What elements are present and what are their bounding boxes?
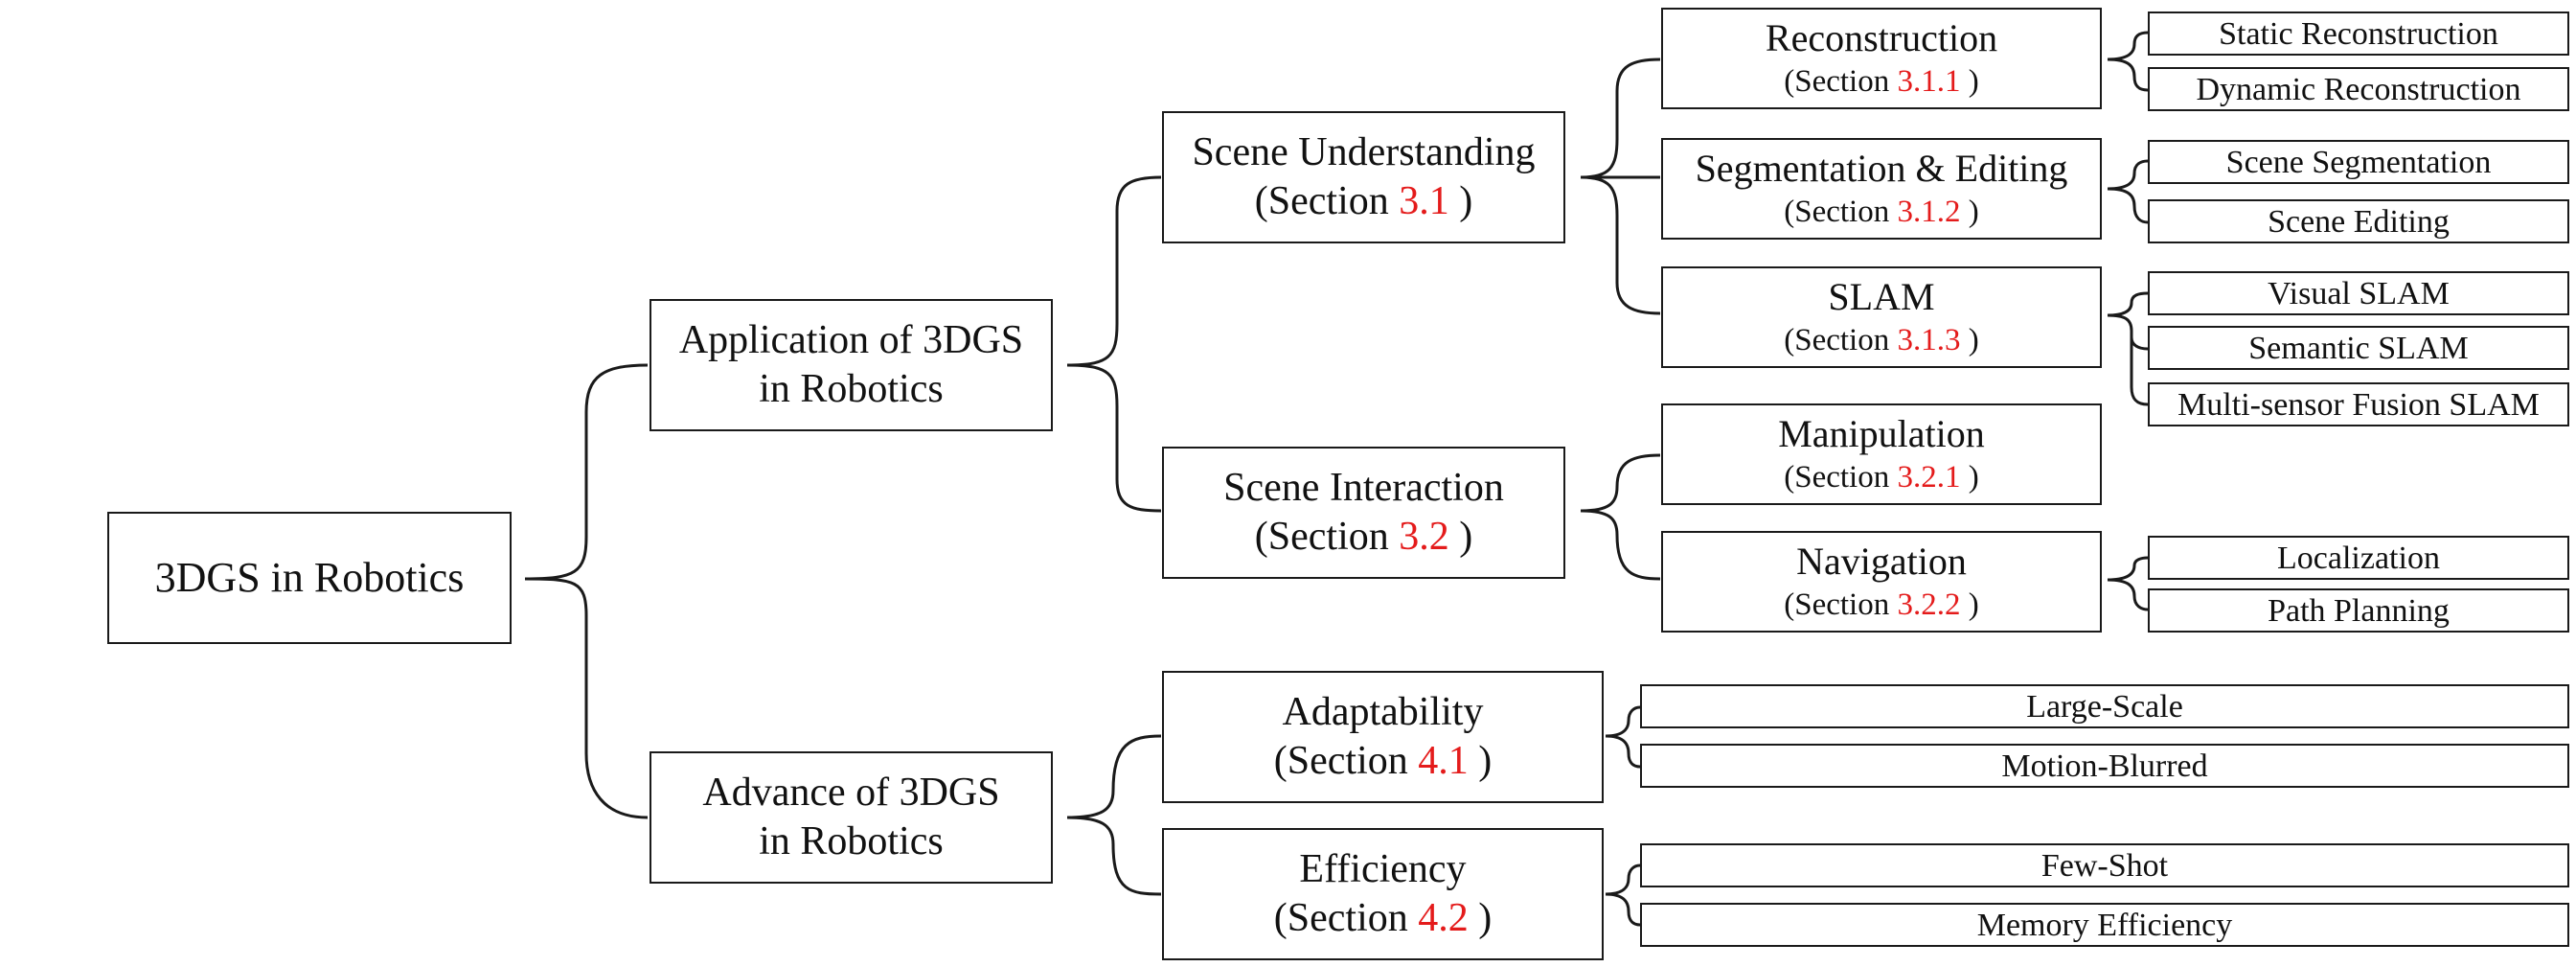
- connector-scene-interaction: [1580, 453, 1661, 581]
- adaptability-node: Adaptability (Section 4.1 ): [1162, 671, 1604, 803]
- connector-segmentation: [2107, 159, 2149, 224]
- connector-navigation: [2107, 556, 2149, 611]
- connector-application: [1066, 175, 1162, 513]
- navigation-node: Navigation (Section 3.2.2 ): [1661, 531, 2102, 633]
- segmentation-editing-node: Segmentation & Editing (Section 3.1.2 ): [1661, 138, 2102, 240]
- adaptability-title: Adaptability: [1282, 689, 1484, 734]
- section-number: 3.2.1: [1897, 460, 1961, 495]
- section-number: 4.2: [1418, 896, 1469, 940]
- section-number: 3.1.1: [1897, 64, 1961, 100]
- advance-node: Advance of 3DGS in Robotics: [650, 751, 1053, 884]
- connector-advance: [1066, 734, 1162, 896]
- manipulation-node: Manipulation (Section 3.2.1 ): [1661, 403, 2102, 505]
- connector-adaptability: [1605, 705, 1641, 769]
- slam-title: SLAM: [1828, 275, 1935, 319]
- slam-section: (Section 3.1.3 ): [1784, 323, 1979, 358]
- connector-efficiency: [1605, 863, 1641, 927]
- efficiency-node: Efficiency (Section 4.2 ): [1162, 828, 1604, 960]
- advance-line1: Advance of 3DGS: [702, 770, 1000, 815]
- segmentation-editing-section: (Section 3.1.2 ): [1784, 195, 1979, 230]
- advance-line2: in Robotics: [759, 819, 944, 863]
- leaf-memory-efficiency: Memory Efficiency: [1640, 903, 2569, 947]
- leaf-motion-blurred: Motion-Blurred: [1640, 744, 2569, 788]
- scene-interaction-title: Scene Interaction: [1223, 465, 1504, 510]
- manipulation-section: (Section 3.2.1 ): [1784, 460, 1979, 495]
- scene-understanding-section: (Section 3.1 ): [1254, 179, 1473, 223]
- leaf-localization: Localization: [2148, 536, 2569, 580]
- efficiency-title: Efficiency: [1299, 846, 1467, 891]
- section-number: 3.1.2: [1897, 195, 1961, 230]
- connector-scene-understanding: [1580, 58, 1661, 315]
- leaf-multi-sensor-fusion-slam: Multi-sensor Fusion SLAM: [2148, 382, 2569, 426]
- segmentation-editing-title: Segmentation & Editing: [1695, 147, 2068, 191]
- section-number: 3.1: [1399, 179, 1449, 223]
- leaf-scene-editing: Scene Editing: [2148, 199, 2569, 243]
- root-label: 3DGS in Robotics: [154, 554, 465, 602]
- leaf-visual-slam: Visual SLAM: [2148, 271, 2569, 315]
- leaf-few-shot: Few-Shot: [1640, 843, 2569, 887]
- reconstruction-title: Reconstruction: [1765, 16, 1998, 60]
- section-number: 4.1: [1418, 739, 1469, 783]
- slam-node: SLAM (Section 3.1.3 ): [1661, 266, 2102, 368]
- efficiency-section: (Section 4.2 ): [1273, 896, 1493, 940]
- leaf-scene-segmentation: Scene Segmentation: [2148, 140, 2569, 184]
- connector-slam: [2107, 291, 2149, 406]
- navigation-section: (Section 3.2.2 ): [1784, 587, 1979, 623]
- adaptability-section: (Section 4.1 ): [1273, 739, 1493, 783]
- root-node: 3DGS in Robotics: [107, 512, 512, 644]
- application-line1: Application of 3DGS: [678, 317, 1024, 362]
- scene-interaction-section: (Section 3.2 ): [1254, 515, 1473, 559]
- scene-understanding-node: Scene Understanding (Section 3.1 ): [1162, 111, 1565, 243]
- reconstruction-node: Reconstruction (Section 3.1.1 ): [1661, 8, 2102, 109]
- application-node: Application of 3DGS in Robotics: [650, 299, 1053, 431]
- application-line2: in Robotics: [759, 367, 944, 411]
- scene-interaction-node: Scene Interaction (Section 3.2 ): [1162, 447, 1565, 579]
- reconstruction-section: (Section 3.1.1 ): [1784, 64, 1979, 100]
- section-number: 3.2.2: [1897, 587, 1961, 623]
- connector-root: [524, 363, 649, 819]
- leaf-path-planning: Path Planning: [2148, 588, 2569, 633]
- scene-understanding-title: Scene Understanding: [1192, 129, 1536, 174]
- leaf-static-reconstruction: Static Reconstruction: [2148, 12, 2569, 56]
- connector-reconstruction: [2107, 31, 2149, 92]
- section-number: 3.1.3: [1897, 323, 1961, 358]
- leaf-large-scale: Large-Scale: [1640, 684, 2569, 728]
- section-number: 3.2: [1399, 515, 1449, 559]
- leaf-dynamic-reconstruction: Dynamic Reconstruction: [2148, 67, 2569, 111]
- manipulation-title: Manipulation: [1778, 412, 1985, 456]
- leaf-semantic-slam: Semantic SLAM: [2148, 326, 2569, 370]
- navigation-title: Navigation: [1796, 540, 1967, 584]
